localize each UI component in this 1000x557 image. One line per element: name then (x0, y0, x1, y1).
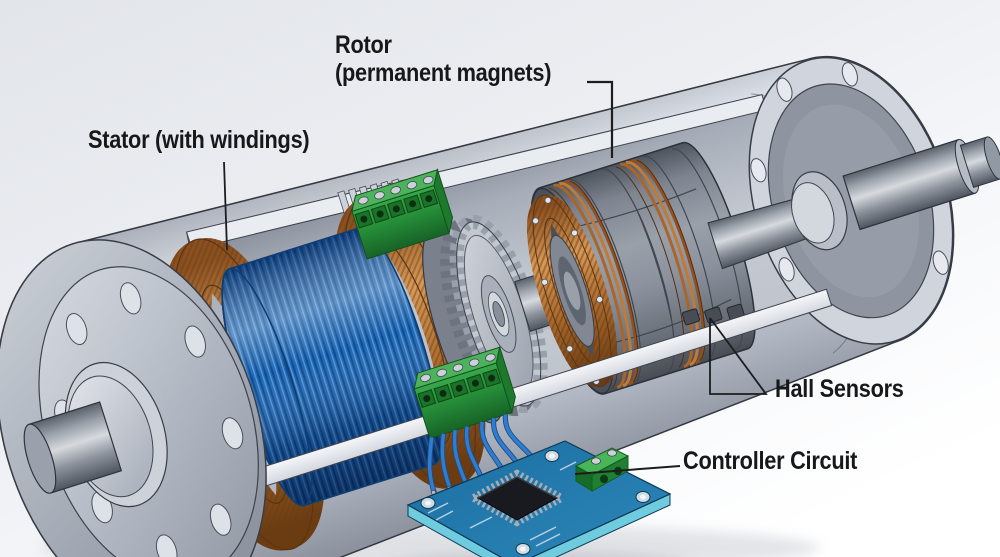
leader-hall (709, 317, 768, 395)
end-cap-bolt-holes (750, 62, 949, 282)
pcb-terminal-2pin (574, 447, 630, 492)
terminal-screws (420, 353, 496, 383)
label-rotor: Rotor (permanent magnets) (335, 31, 552, 88)
front-end-cap (0, 239, 267, 557)
rear-hub-and-shaft (791, 136, 1000, 251)
pcb-silkscreen (427, 461, 577, 547)
rotor (526, 141, 827, 395)
rotor-face-bolts (532, 196, 613, 385)
ic-chip (465, 469, 570, 527)
rotor-front-face (526, 187, 618, 394)
label-hall-sensors: Hall Sensors (775, 375, 904, 403)
leader-lines (223, 80, 768, 475)
leader-rotor (587, 80, 614, 158)
leader-controller (574, 465, 681, 475)
controller-pcb (406, 440, 672, 557)
pcb-mount-holes (420, 450, 651, 555)
pcb-side (407, 493, 671, 557)
terminal-screws (357, 175, 434, 205)
label-controller-circuit: Controller Circuit (683, 447, 858, 475)
terminal-block-top (351, 167, 454, 260)
leader-stator (223, 161, 228, 251)
rotor-copper-bands (549, 159, 706, 390)
label-stator: Stator (with windings) (88, 126, 310, 154)
terminal-block-bottom (413, 345, 516, 440)
